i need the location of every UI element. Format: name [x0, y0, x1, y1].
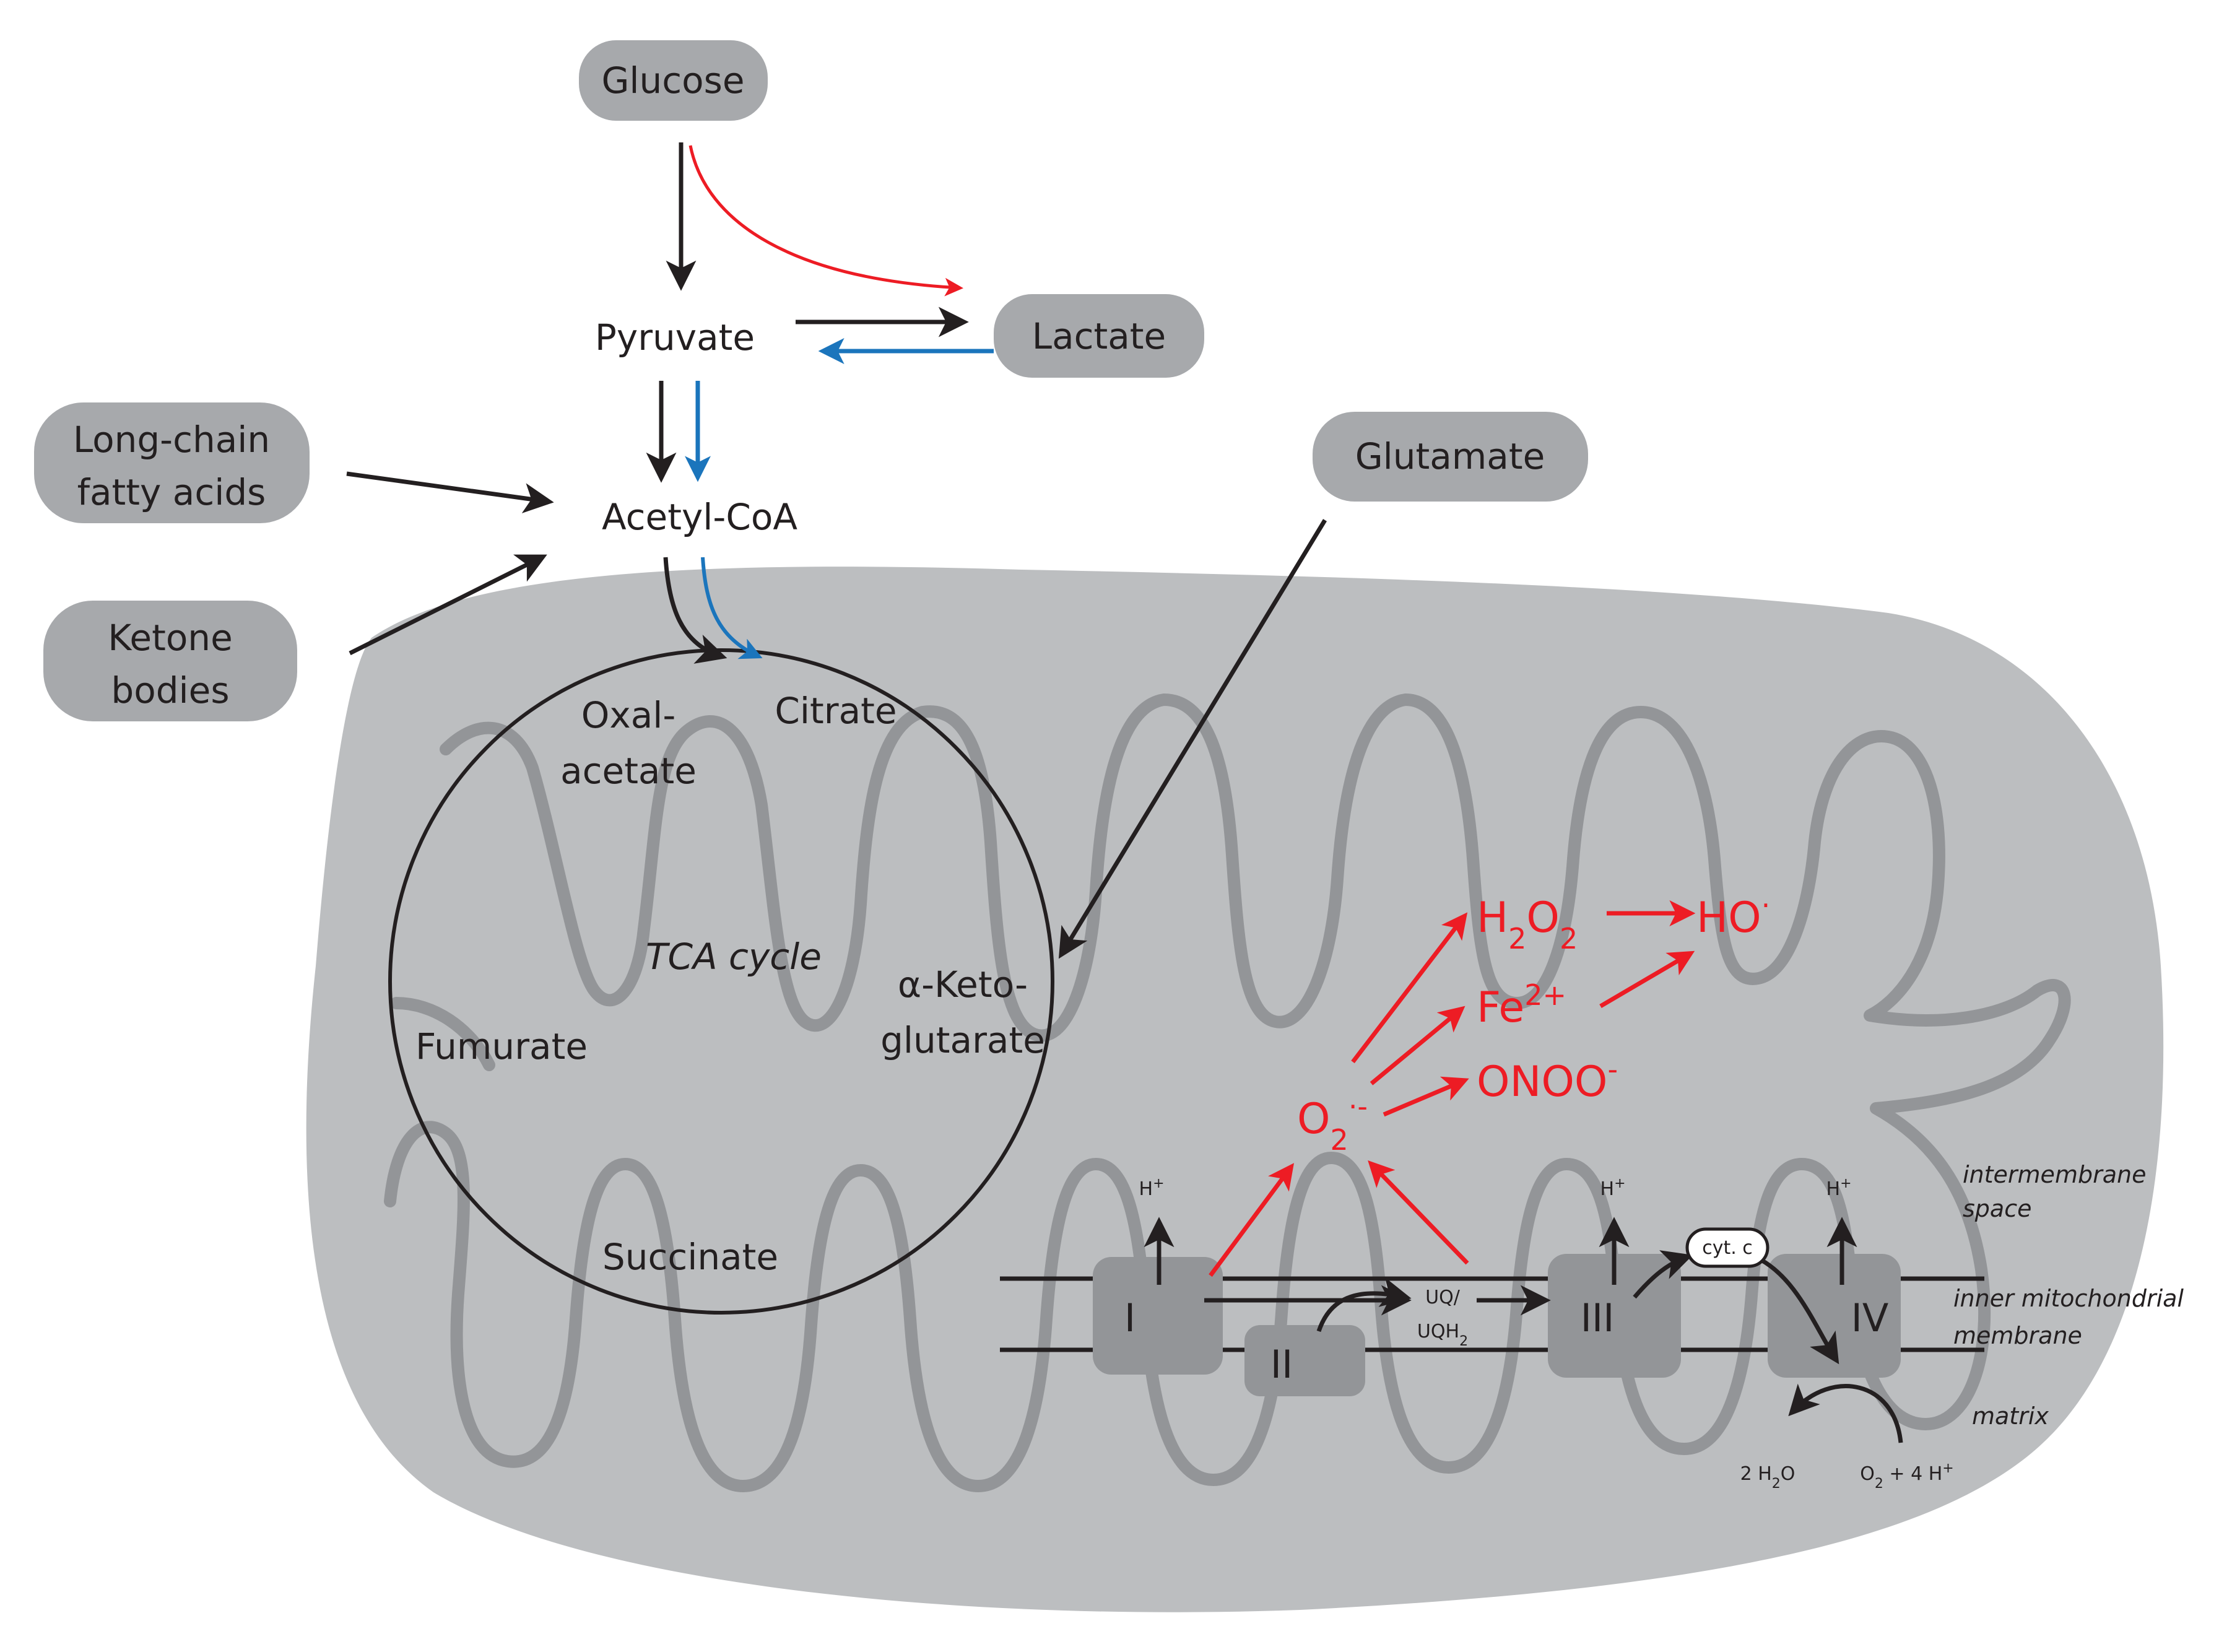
node-glucose: Glucose — [579, 40, 768, 121]
svg-text:III: III — [1581, 1295, 1615, 1341]
uqh2-label: UQH2 — [1417, 1321, 1468, 1349]
pyruvate-label: Pyruvate — [595, 316, 755, 359]
uq-label: UQ/ — [1425, 1287, 1461, 1308]
h-plus-I: H+ — [1139, 1176, 1165, 1201]
ketone-label-1: Ketone — [108, 617, 233, 659]
svg-text:I: I — [1124, 1295, 1136, 1341]
glucose-to-lactate-arrow — [688, 145, 963, 297]
svg-text:II: II — [1270, 1342, 1293, 1387]
oxaloacetate-label-2: acetate — [560, 750, 697, 792]
cristae-lower — [390, 997, 495, 1071]
superoxide-label: O2·- — [1297, 1090, 1368, 1157]
svg-text:cyt. c: cyt. c — [1702, 1237, 1753, 1259]
fatty-acids-label-1: Long-chain — [73, 419, 270, 461]
hydroxyl-label: HO· — [1696, 889, 1770, 942]
node-lactate: Lactate — [994, 294, 1204, 378]
intermembrane-label-1: intermembrane — [1963, 1161, 2146, 1188]
intermembrane-label-2: space — [1963, 1195, 2031, 1222]
complex-I: I — [1093, 1257, 1223, 1375]
inner-membrane-label-2: membrane — [1953, 1322, 2082, 1349]
black-arrows — [346, 142, 1327, 959]
acetylcoa-label: Acetyl-CoA — [602, 496, 797, 538]
svg-text:IV: IV — [1851, 1295, 1889, 1341]
h-plus-IV: H+ — [1826, 1176, 1852, 1201]
h2o2-label: H2O2 — [1477, 893, 1578, 955]
oxaloacetate-label-1: Oxal- — [581, 694, 676, 736]
inner-membrane-label-1: inner mitochondrial — [1953, 1285, 2184, 1312]
ketone-label-2: bodies — [111, 669, 229, 711]
complex-IV: IV — [1768, 1254, 1901, 1378]
glutamate-label: Glutamate — [1355, 435, 1545, 477]
water-label: 2 H2O — [1740, 1463, 1796, 1492]
proton-arrows — [1144, 1217, 1857, 1285]
fatty-acids-label-2: fatty acids — [77, 471, 266, 513]
fumurate-label: Fumurate — [415, 1025, 588, 1067]
cytochrome-c: cyt. c — [1685, 1227, 1770, 1268]
glucose-label: Glucose — [601, 59, 744, 102]
acetylcoa-to-citrate-blue — [701, 557, 763, 659]
ros-arrows — [1209, 900, 1696, 1277]
citrate-label: Citrate — [775, 690, 897, 732]
peroxynitrite-label: ONOO- — [1477, 1053, 1618, 1106]
h-plus-III: H+ — [1600, 1176, 1626, 1201]
cristae — [384, 693, 2071, 1492]
akg-label-2: glutarate — [880, 1019, 1045, 1061]
lactate-label: Lactate — [1032, 315, 1166, 357]
matrix-label: matrix — [1972, 1402, 2049, 1430]
complex-II: II — [1244, 1325, 1365, 1396]
tca-cycle-title: TCA cycle — [646, 936, 822, 978]
akg-label-1: α-Keto- — [898, 963, 1028, 1006]
node-fatty-acids: Long-chain fatty acids — [34, 402, 310, 523]
succinate-label: Succinate — [602, 1236, 778, 1278]
node-ketone-bodies: Ketone bodies — [43, 601, 297, 721]
node-glutamate: Glutamate — [1313, 412, 1588, 502]
oxygen-label: O2 + 4 H+ — [1860, 1461, 1953, 1492]
fe2-label: Fe2+ — [1477, 978, 1566, 1032]
electron-arrows — [1204, 1250, 1903, 1443]
